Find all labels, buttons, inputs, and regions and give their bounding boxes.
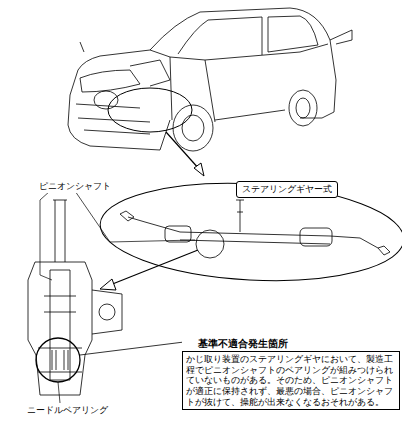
part-label: ピニオンシャフト	[38, 180, 112, 193]
part-label: ニードルベアリング	[26, 404, 109, 417]
steering-gear	[120, 200, 390, 258]
note-body: かじ取り装置のステアリングギヤにおいて、製造工程でピニオンシャフトのベアリングが…	[182, 351, 400, 410]
note-box: 基準不適合発生箇所かじ取り装置のステアリングギヤにおいて、製造工程でピニオンシャ…	[182, 332, 400, 410]
box-text: ステアリングギヤー式	[242, 183, 332, 196]
note-heading: 基準不適合発生箇所	[182, 337, 288, 351]
pinion-cutaway	[28, 200, 122, 395]
car-drawing	[68, 8, 352, 151]
gear-label-box: ステアリングギヤー式	[236, 181, 338, 198]
